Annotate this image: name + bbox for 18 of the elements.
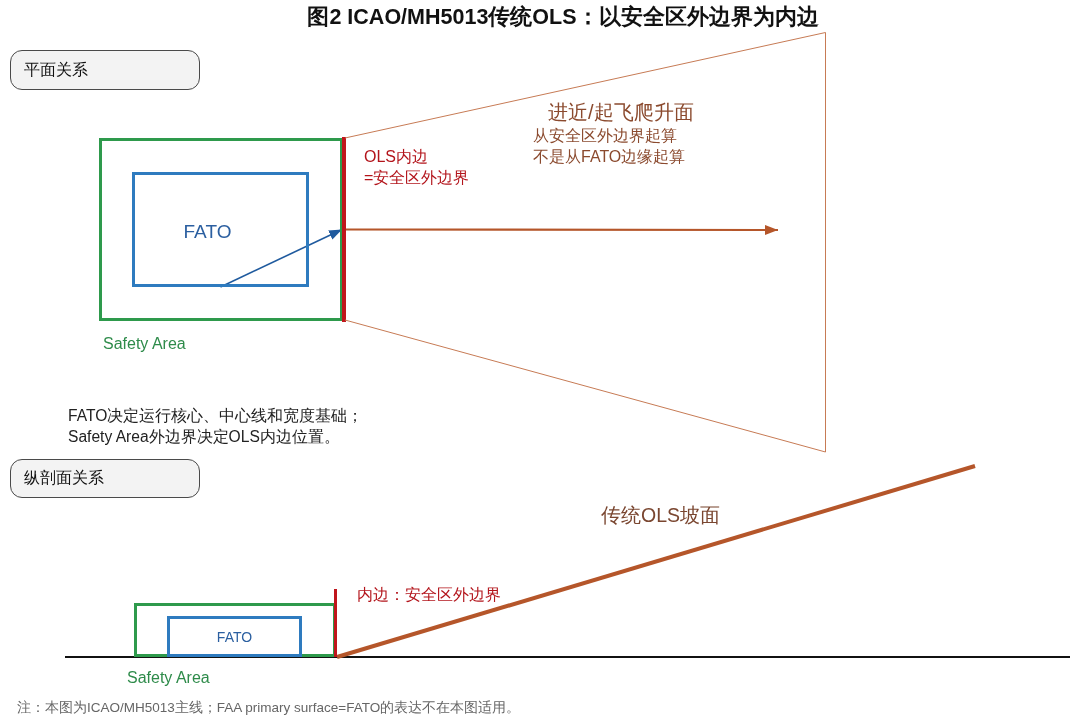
diagram-title: 图2 ICAO/MH5013传统OLS：以安全区外边界为内边 — [307, 4, 819, 31]
section-box: 纵剖面关系 — [10, 459, 200, 498]
boundary-label: OLS内边 — [364, 147, 428, 167]
note-text: FATO决定运行核心、中心线和宽度基础； — [68, 406, 364, 426]
note-text: Safety Area外边界决定OLS内边位置。 — [68, 427, 340, 447]
zone-label: Safety Area — [127, 668, 210, 688]
boundary-label: =安全区外边界 — [364, 168, 470, 188]
surface-note: 从安全区外边界起算 — [533, 126, 677, 146]
zone-label: Safety Area — [103, 334, 186, 354]
surface-title: 进近/起飞爬升面 — [548, 100, 694, 125]
slope-label: 传统OLS坡面 — [601, 503, 721, 528]
fato-box: FATO — [167, 616, 302, 657]
fato-box: FATO — [132, 172, 309, 287]
boundary-label: 内边：安全区外边界 — [357, 585, 502, 605]
footnote: 注：本图为ICAO/MH5013主线；FAA primary surface=FATO的表达不在本图适用。 — [17, 700, 521, 717]
surface-note: 不是从FATO边缘起算 — [533, 147, 686, 167]
arrow — [346, 225, 778, 235]
section-box: 平面关系 — [10, 50, 200, 90]
